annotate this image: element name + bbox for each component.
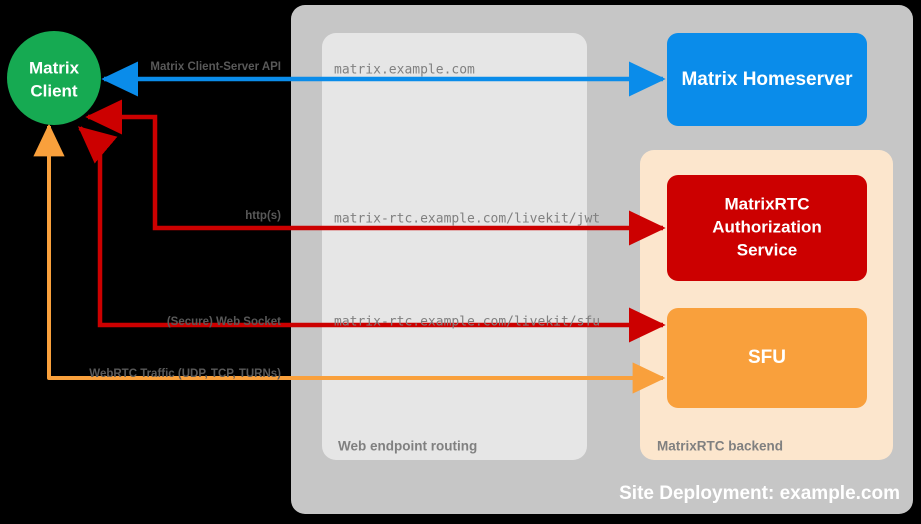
node-matrix-homeserver-shape [667,33,867,126]
node-matrix-homeserver[interactable]: Matrix Homeserver [667,33,867,126]
edge-matrix-client-server-api-endpoint-label: matrix.example.com [334,63,475,78]
edge-matrix-client-server-api[interactable]: Matrix Client-Server API matrix.example.… [101,61,666,97]
edge-webrtc-traffic-protocol-label: WebRTC Traffic (UDP, TCP, TURNs) [89,368,281,380]
edge-webrtc-traffic[interactable]: WebRTC Traffic (UDP, TCP, TURNs) [33,123,666,394]
edge-matrix-client-server-api-protocol-label: Matrix Client-Server API [150,61,281,73]
node-matrixrtc-authorization-service-shape [667,175,867,281]
web-endpoint-routing-label: Web endpoint routing [338,439,477,454]
node-matrixrtc-authorization-service[interactable]: MatrixRTC Authorization Service [667,175,867,281]
group-web-endpoint-routing: Web endpoint routing [322,33,587,460]
node-sfu[interactable]: SFU [667,308,867,408]
node-matrix-client[interactable]: Matrix Client [7,31,101,125]
node-matrixrtc-authorization-service-label-line-1: MatrixRTC [724,194,809,213]
site-deployment-label: Site Deployment: example.com [619,483,900,504]
edge-livekit-sfu-endpoint-label: matrix-rtc.example.com/livekit/sfu [334,315,600,330]
edge-livekit-jwt-protocol-label: http(s) [245,210,281,222]
node-matrix-client-label-line-1: Matrix [29,58,80,77]
edge-livekit-sfu-protocol-label: (Secure) Web Socket [167,316,281,328]
node-matrix-homeserver-label: Matrix Homeserver [681,69,853,90]
edge-webrtc-traffic-line [33,123,666,394]
node-sfu-label: SFU [748,347,786,368]
node-matrixrtc-authorization-service-label-line-2: Authorization [712,217,822,236]
matrixrtc-backend-label: MatrixRTC backend [657,439,783,454]
node-matrix-client-shape [7,31,101,125]
node-sfu-shape [667,308,867,408]
edge-livekit-jwt-endpoint-label: matrix-rtc.example.com/livekit/jwt [334,212,600,227]
node-matrixrtc-authorization-service-label-line-3: Service [737,240,798,259]
web-endpoint-routing-shape [322,33,587,460]
node-matrix-client-label-line-2: Client [30,81,78,100]
